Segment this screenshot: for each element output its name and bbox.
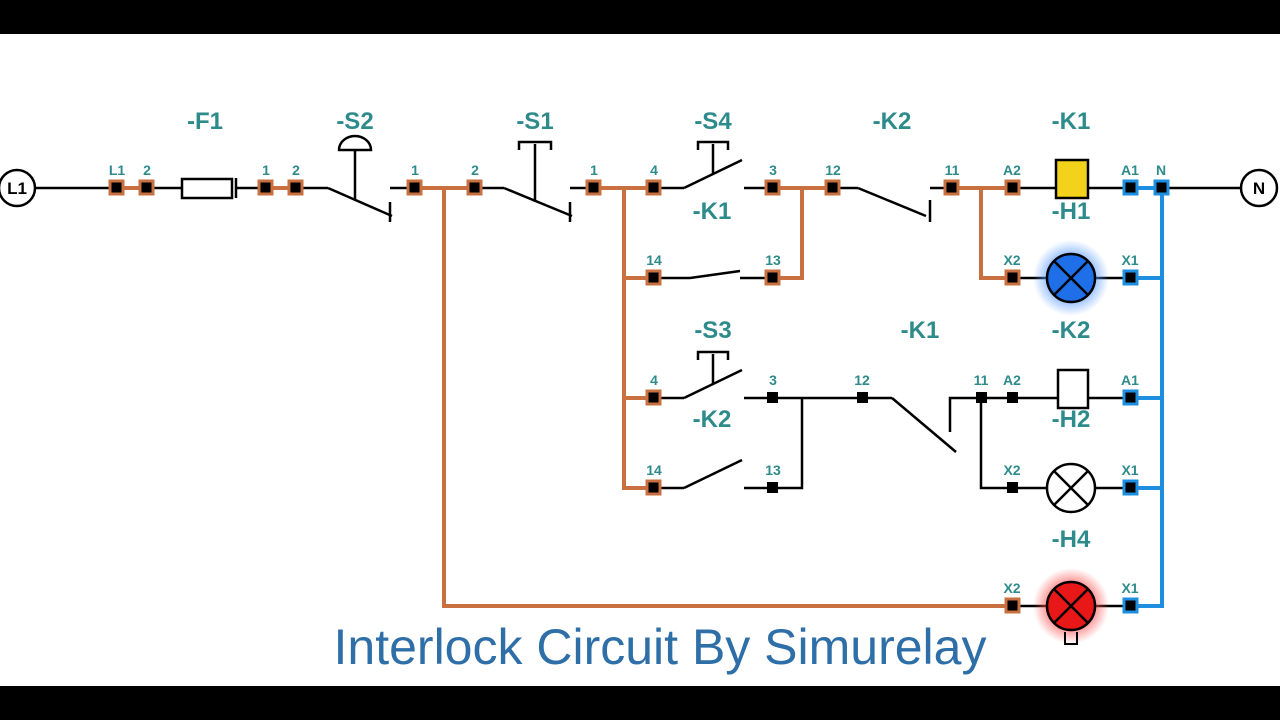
pin-label: 2 [292, 162, 300, 178]
tag-s3: -S3 [694, 317, 731, 344]
pin-label: 2 [471, 162, 479, 178]
fuse-f1 [180, 177, 238, 200]
tag-k2-coil: -K2 [1052, 317, 1091, 344]
pin-label: 1 [411, 162, 419, 178]
pin-label: 12 [825, 162, 841, 178]
push-button-s1[interactable] [503, 140, 573, 222]
pin-label: X2 [1003, 462, 1020, 478]
device-tags: -F1 -S2 -S1 -S4 -K2 -K1 -K1 -H1 -S3 -K1 … [187, 108, 1091, 553]
tag-s1: -S1 [516, 108, 553, 135]
contact-k2-nc [857, 186, 932, 222]
supply-label-n: N [1253, 179, 1265, 198]
pin-label: A1 [1121, 162, 1139, 178]
lamp-h1 [1033, 240, 1109, 316]
tag-h2: -H2 [1052, 406, 1091, 433]
pin-label: 2 [143, 162, 151, 178]
coil-k2 [1056, 368, 1090, 410]
pin-label: 4 [650, 372, 658, 388]
tag-s4: -S4 [694, 108, 732, 135]
pin-label: A1 [1121, 372, 1139, 388]
tag-k1-coil: -K1 [1052, 108, 1091, 135]
top-bar [0, 0, 1280, 34]
pin-label: X1 [1121, 462, 1138, 478]
terminal-blocks-idle [767, 392, 1018, 493]
pin-label: 14 [646, 462, 662, 478]
pin-label: A2 [1003, 162, 1021, 178]
diagram-caption: Interlock Circuit By Simurelay [334, 619, 987, 675]
pin-label: 11 [945, 162, 960, 178]
tag-f1: -F1 [187, 108, 223, 135]
pin-label: X1 [1121, 252, 1138, 268]
tag-k2-top: -K2 [873, 108, 912, 135]
pin-label: 11 [974, 372, 989, 388]
pin-label: N [1156, 162, 1166, 178]
bottom-bar [0, 686, 1280, 720]
stop-button-s2[interactable] [327, 134, 393, 222]
supply-terminal-l1: L1 [0, 168, 37, 208]
push-button-s4[interactable] [683, 140, 743, 190]
contact-k1-hold [689, 269, 741, 280]
pin-label: X1 [1121, 580, 1138, 596]
pin-label: X2 [1003, 580, 1020, 596]
tag-k1-hold: -K1 [693, 198, 732, 225]
pin-label: X2 [1003, 252, 1020, 268]
pin-label: 13 [765, 252, 781, 268]
terminal-blocks-neutral [1122, 179, 1170, 614]
contact-k1-nc [891, 397, 957, 453]
contact-k2-hold [683, 458, 743, 490]
lamp-h2 [1045, 462, 1097, 514]
pin-label: 3 [769, 372, 777, 388]
tag-h4: -H4 [1052, 526, 1091, 553]
supply-terminal-n: N [1239, 168, 1279, 208]
pin-labels: L1 2 1 2 1 2 1 4 3 12 11 A2 A1 N 14 13 X… [109, 162, 1166, 596]
pin-label: A2 [1003, 372, 1021, 388]
pin-label: 4 [650, 162, 658, 178]
supply-label-l1: L1 [7, 179, 27, 198]
pin-label: 12 [854, 372, 870, 388]
tag-k2-hold: -K2 [693, 406, 732, 433]
pin-label: 13 [765, 462, 781, 478]
tag-h1: -H1 [1052, 198, 1091, 225]
pin-label: 3 [769, 162, 777, 178]
terminal-blocks-live [108, 179, 1021, 614]
tag-k1-mid: -K1 [901, 317, 940, 344]
pin-label: 1 [590, 162, 598, 178]
lamp-h4 [1033, 568, 1109, 645]
pin-label: 14 [646, 252, 662, 268]
coil-k1 [1054, 158, 1090, 200]
pin-label: L1 [109, 162, 126, 178]
tag-s2: -S2 [336, 108, 373, 135]
push-button-s3[interactable] [683, 350, 743, 400]
pin-label: 1 [262, 162, 270, 178]
